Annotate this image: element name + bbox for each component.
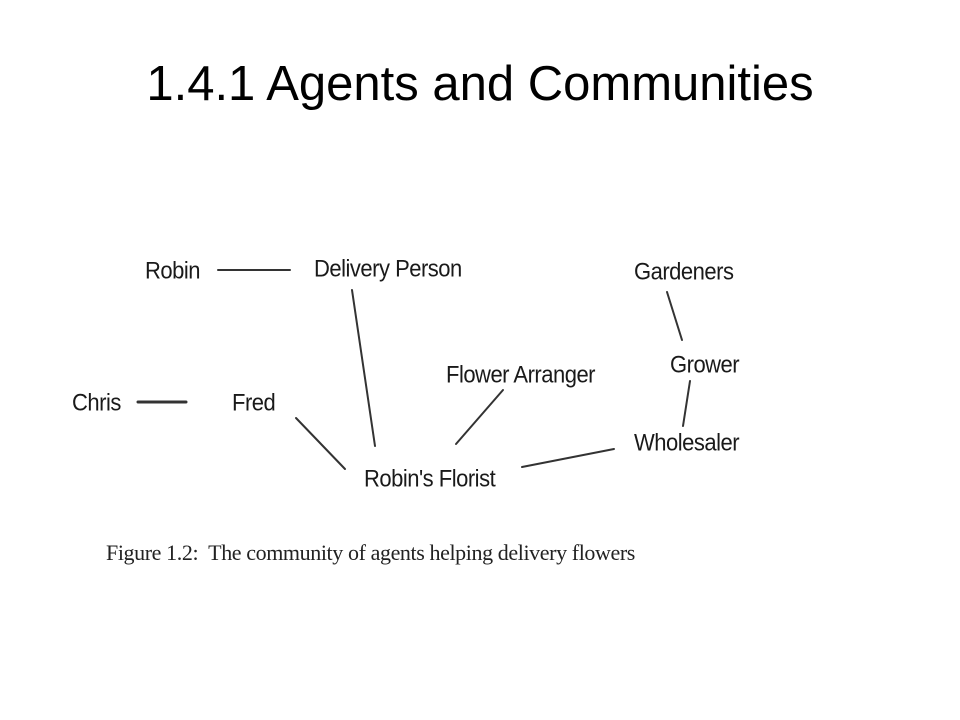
figure-caption-label: Figure 1.2: — [106, 540, 199, 565]
edge-wholesaler-robins-florist — [521, 448, 615, 468]
node-gardeners: Gardeners — [634, 257, 734, 285]
node-fred: Fred — [232, 388, 276, 416]
node-delivery-person: Delivery Person — [314, 254, 462, 282]
node-grower: Grower — [670, 350, 740, 378]
edge-gardeners-grower — [666, 291, 683, 341]
figure-caption-text: The community of agents helping delivery… — [208, 540, 635, 565]
node-robin: Robin — [145, 256, 200, 284]
node-flower-arranger: Flower Arranger — [446, 360, 596, 388]
slide-title: 1.4.1 Agents and Communities — [146, 57, 814, 111]
edge-flower-arranger-robins-florist — [455, 389, 504, 445]
edge-grower-wholesaler — [682, 380, 691, 427]
edge-delivery-person-robins-florist — [351, 289, 376, 447]
figure-caption: Figure 1.2: The community of agents helpi… — [106, 540, 635, 566]
node-robins-florist: Robin's Florist — [364, 464, 496, 492]
node-wholesaler: Wholesaler — [634, 428, 740, 456]
edge-fred-robins-florist — [295, 417, 346, 470]
node-chris: Chris — [72, 388, 121, 416]
